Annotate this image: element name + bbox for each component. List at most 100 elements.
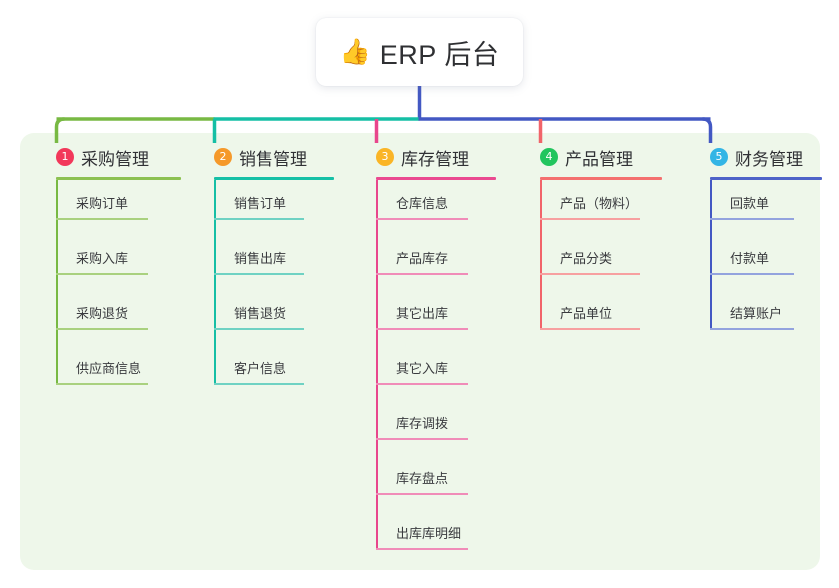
branch-item-list: 仓库信息产品库存其它出库其它入库库存调拨库存盘点出库库明细 bbox=[358, 180, 496, 565]
thumbs-up-icon: 👍 bbox=[339, 37, 371, 66]
branch-item-underline bbox=[214, 218, 304, 220]
branch-item[interactable]: 采购入库 bbox=[38, 235, 181, 290]
branch-spine-line bbox=[540, 180, 542, 328]
branch-item-label: 采购退货 bbox=[76, 306, 129, 321]
branch-item[interactable]: 供应商信息 bbox=[38, 345, 181, 400]
branch-item-underline bbox=[214, 273, 304, 275]
branch-spine-line bbox=[710, 180, 712, 328]
branch-item-label: 其它出库 bbox=[396, 306, 449, 321]
branch-item-label: 采购入库 bbox=[76, 251, 129, 266]
branch-item-underline bbox=[710, 218, 794, 220]
branch-item-label: 采购订单 bbox=[76, 196, 129, 211]
branch-item-list: 销售订单销售出库销售退货客户信息 bbox=[196, 180, 334, 400]
branch-item[interactable]: 出库库明细 bbox=[358, 510, 496, 565]
branch-item-underline bbox=[540, 273, 640, 275]
branch-item-label: 销售出库 bbox=[234, 251, 287, 266]
branch-header-5[interactable]: 5 财务管理 bbox=[692, 145, 822, 169]
branch-item[interactable]: 其它入库 bbox=[358, 345, 496, 400]
branch-item-label: 销售订单 bbox=[234, 196, 287, 211]
branch-spine-line bbox=[56, 180, 58, 383]
branch-item-label: 产品单位 bbox=[560, 306, 613, 321]
branch-item-underline bbox=[214, 383, 304, 385]
branch-item-underline bbox=[710, 328, 794, 330]
branch-item-underline bbox=[376, 438, 468, 440]
branch-column-1: 1 采购管理采购订单采购入库采购退货供应商信息 bbox=[38, 145, 181, 400]
branch-item-list: 产品（物料） 产品分类产品单位 bbox=[522, 180, 662, 345]
branch-header-1[interactable]: 1 采购管理 bbox=[38, 145, 181, 169]
branch-item-label: 回款单 bbox=[730, 196, 770, 211]
branch-item-label: 产品（物料） bbox=[560, 196, 639, 211]
branch-header-underline bbox=[710, 177, 822, 180]
branch-title: 财务管理 bbox=[735, 149, 803, 169]
branch-item-underline bbox=[56, 328, 148, 330]
branch-item-underline bbox=[540, 218, 640, 220]
branch-item-label: 库存盘点 bbox=[396, 471, 449, 486]
branch-header-3[interactable]: 3 库存管理 bbox=[358, 145, 496, 169]
branch-header-4[interactable]: 4 产品管理 bbox=[522, 145, 662, 169]
branch-item-label: 结算账户 bbox=[730, 306, 783, 321]
root-node[interactable]: 👍 ERP 后台 bbox=[316, 18, 523, 86]
branch-item[interactable]: 库存盘点 bbox=[358, 455, 496, 510]
branch-item-underline bbox=[540, 328, 640, 330]
branch-item[interactable]: 产品（物料） bbox=[522, 180, 662, 235]
branch-title: 产品管理 bbox=[565, 149, 633, 169]
branch-title: 销售管理 bbox=[239, 149, 307, 169]
branch-item-label: 出库库明细 bbox=[396, 526, 462, 541]
branch-item[interactable]: 产品分类 bbox=[522, 235, 662, 290]
branch-item[interactable]: 销售退货 bbox=[196, 290, 334, 345]
branch-spine-line bbox=[376, 180, 378, 548]
branch-item-underline bbox=[376, 273, 468, 275]
branch-item-label: 销售退货 bbox=[234, 306, 287, 321]
branch-item-underline bbox=[376, 493, 468, 495]
branch-item[interactable]: 付款单 bbox=[692, 235, 822, 290]
diagram-panel-background bbox=[20, 133, 820, 570]
branch-item-underline bbox=[56, 383, 148, 385]
branch-number-badge: 5 bbox=[710, 148, 728, 166]
branch-item-label: 产品分类 bbox=[560, 251, 613, 266]
branch-item-label: 仓库信息 bbox=[396, 196, 449, 211]
branch-column-5: 5 财务管理回款单付款单结算账户 bbox=[692, 145, 822, 345]
branch-column-4: 4 产品管理产品（物料） 产品分类产品单位 bbox=[522, 145, 662, 345]
branch-number-badge: 3 bbox=[376, 148, 394, 166]
branch-column-3: 3 库存管理仓库信息产品库存其它出库其它入库库存调拨库存盘点出库库明细 bbox=[358, 145, 496, 565]
branch-number-badge: 4 bbox=[540, 148, 558, 166]
branch-item-underline bbox=[710, 273, 794, 275]
branch-item-underline bbox=[56, 218, 148, 220]
branch-item-label: 供应商信息 bbox=[76, 361, 142, 376]
branch-item-list: 回款单付款单结算账户 bbox=[692, 180, 822, 345]
branch-item[interactable]: 采购订单 bbox=[38, 180, 181, 235]
branch-item-underline bbox=[376, 328, 468, 330]
branch-header-underline bbox=[540, 177, 662, 180]
branch-title: 采购管理 bbox=[81, 149, 149, 169]
branch-item[interactable]: 销售订单 bbox=[196, 180, 334, 235]
branch-item[interactable]: 其它出库 bbox=[358, 290, 496, 345]
branch-header-underline bbox=[56, 177, 181, 180]
branch-item-label: 客户信息 bbox=[234, 361, 287, 376]
branch-item[interactable]: 产品单位 bbox=[522, 290, 662, 345]
branch-item[interactable]: 仓库信息 bbox=[358, 180, 496, 235]
branch-item[interactable]: 库存调拨 bbox=[358, 400, 496, 455]
branch-item-underline bbox=[376, 548, 468, 550]
branch-item[interactable]: 结算账户 bbox=[692, 290, 822, 345]
branch-item[interactable]: 产品库存 bbox=[358, 235, 496, 290]
branch-spine-line bbox=[214, 180, 216, 383]
branch-item-label: 产品库存 bbox=[396, 251, 449, 266]
branch-item-label: 付款单 bbox=[730, 251, 770, 266]
branch-item-underline bbox=[214, 328, 304, 330]
branch-header-underline bbox=[376, 177, 496, 180]
branch-item[interactable]: 采购退货 bbox=[38, 290, 181, 345]
branch-item-list: 采购订单采购入库采购退货供应商信息 bbox=[38, 180, 181, 400]
branch-number-badge: 1 bbox=[56, 148, 74, 166]
branch-item[interactable]: 客户信息 bbox=[196, 345, 334, 400]
branch-title: 库存管理 bbox=[401, 149, 469, 169]
branch-item[interactable]: 回款单 bbox=[692, 180, 822, 235]
branch-item-underline bbox=[376, 218, 468, 220]
branch-item-underline bbox=[56, 273, 148, 275]
branch-item[interactable]: 销售出库 bbox=[196, 235, 334, 290]
branch-item-label: 其它入库 bbox=[396, 361, 449, 376]
branch-header-underline bbox=[214, 177, 334, 180]
